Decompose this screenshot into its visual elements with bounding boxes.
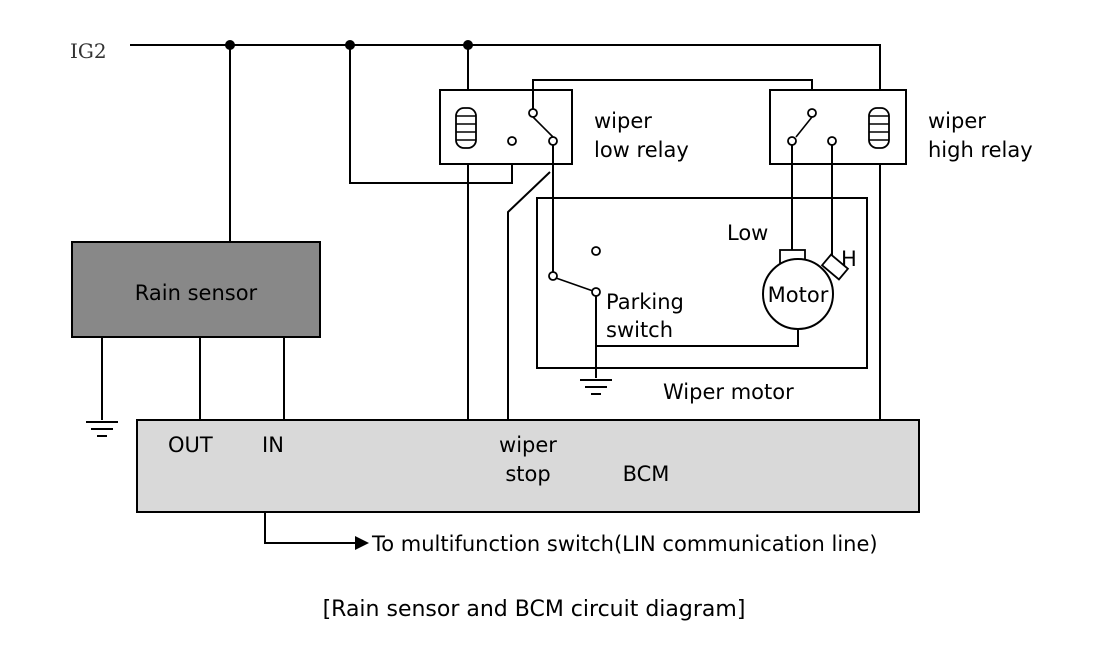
wiper-low-relay-box xyxy=(439,89,573,165)
motor-label: Motor xyxy=(768,283,829,307)
rain-sensor-box xyxy=(71,241,321,338)
low-relay-label-2: low relay xyxy=(594,138,689,162)
high-relay-contact-low xyxy=(787,136,797,146)
wiper-stop-wire xyxy=(507,171,551,420)
low-relay-label-1: wiper xyxy=(594,109,652,133)
parking-switch-contact-pivot xyxy=(591,287,601,297)
motor-circle xyxy=(762,258,834,330)
parking-switch-label-2: switch xyxy=(606,318,673,342)
wiper-motor-label: Wiper motor xyxy=(663,380,794,404)
bcm-wiper-stop-label-1: wiper xyxy=(499,433,557,457)
high-relay-contact-common xyxy=(807,108,817,118)
motor-ground-icon xyxy=(580,379,612,395)
diagram-caption: [Rain sensor and BCM circuit diagram] xyxy=(323,597,746,622)
bcm-out-label: OUT xyxy=(168,433,213,457)
bcm-label: BCM xyxy=(623,462,670,486)
parking-switch-contact-top xyxy=(591,246,601,256)
wiper-motor-box xyxy=(536,197,868,369)
bcm-in-label: IN xyxy=(262,433,284,457)
motor-high-brush xyxy=(820,253,850,281)
lin-wire xyxy=(264,512,355,544)
low-relay-switch-arm xyxy=(532,116,554,138)
motor-high-label: H xyxy=(841,247,857,271)
bcm-box xyxy=(136,419,920,513)
motor-low-label: Low xyxy=(727,221,768,245)
high-relay-label-1: wiper xyxy=(928,109,986,133)
high-relay-label-2: high relay xyxy=(928,138,1033,162)
low-relay-coil-icon xyxy=(455,107,477,149)
high-relay-switch-arm xyxy=(795,116,813,138)
parking-switch-contact-left xyxy=(548,271,558,281)
wiper-high-relay-box xyxy=(769,89,907,165)
ig2-label: IG2 xyxy=(70,39,107,63)
lin-arrow-icon xyxy=(355,536,369,550)
bcm-wiper-stop-label-2: stop xyxy=(505,462,550,486)
rain-sensor-ground-icon xyxy=(86,421,118,437)
high-relay-contact-high xyxy=(827,136,837,146)
parking-switch-arm xyxy=(555,277,594,292)
parking-to-motor-wire xyxy=(595,296,799,347)
high-relay-coil-icon xyxy=(868,107,890,149)
parking-switch-label-1: Parking xyxy=(606,290,684,314)
lin-label: To multifunction switch(LIN communicatio… xyxy=(371,532,878,556)
low-relay-contact-no xyxy=(548,136,558,146)
ig2-bus-wire xyxy=(130,44,881,420)
low-relay-contact-common xyxy=(528,108,538,118)
low-relay-contact-nc xyxy=(507,136,517,146)
rain-sensor-label: Rain sensor xyxy=(135,281,258,305)
